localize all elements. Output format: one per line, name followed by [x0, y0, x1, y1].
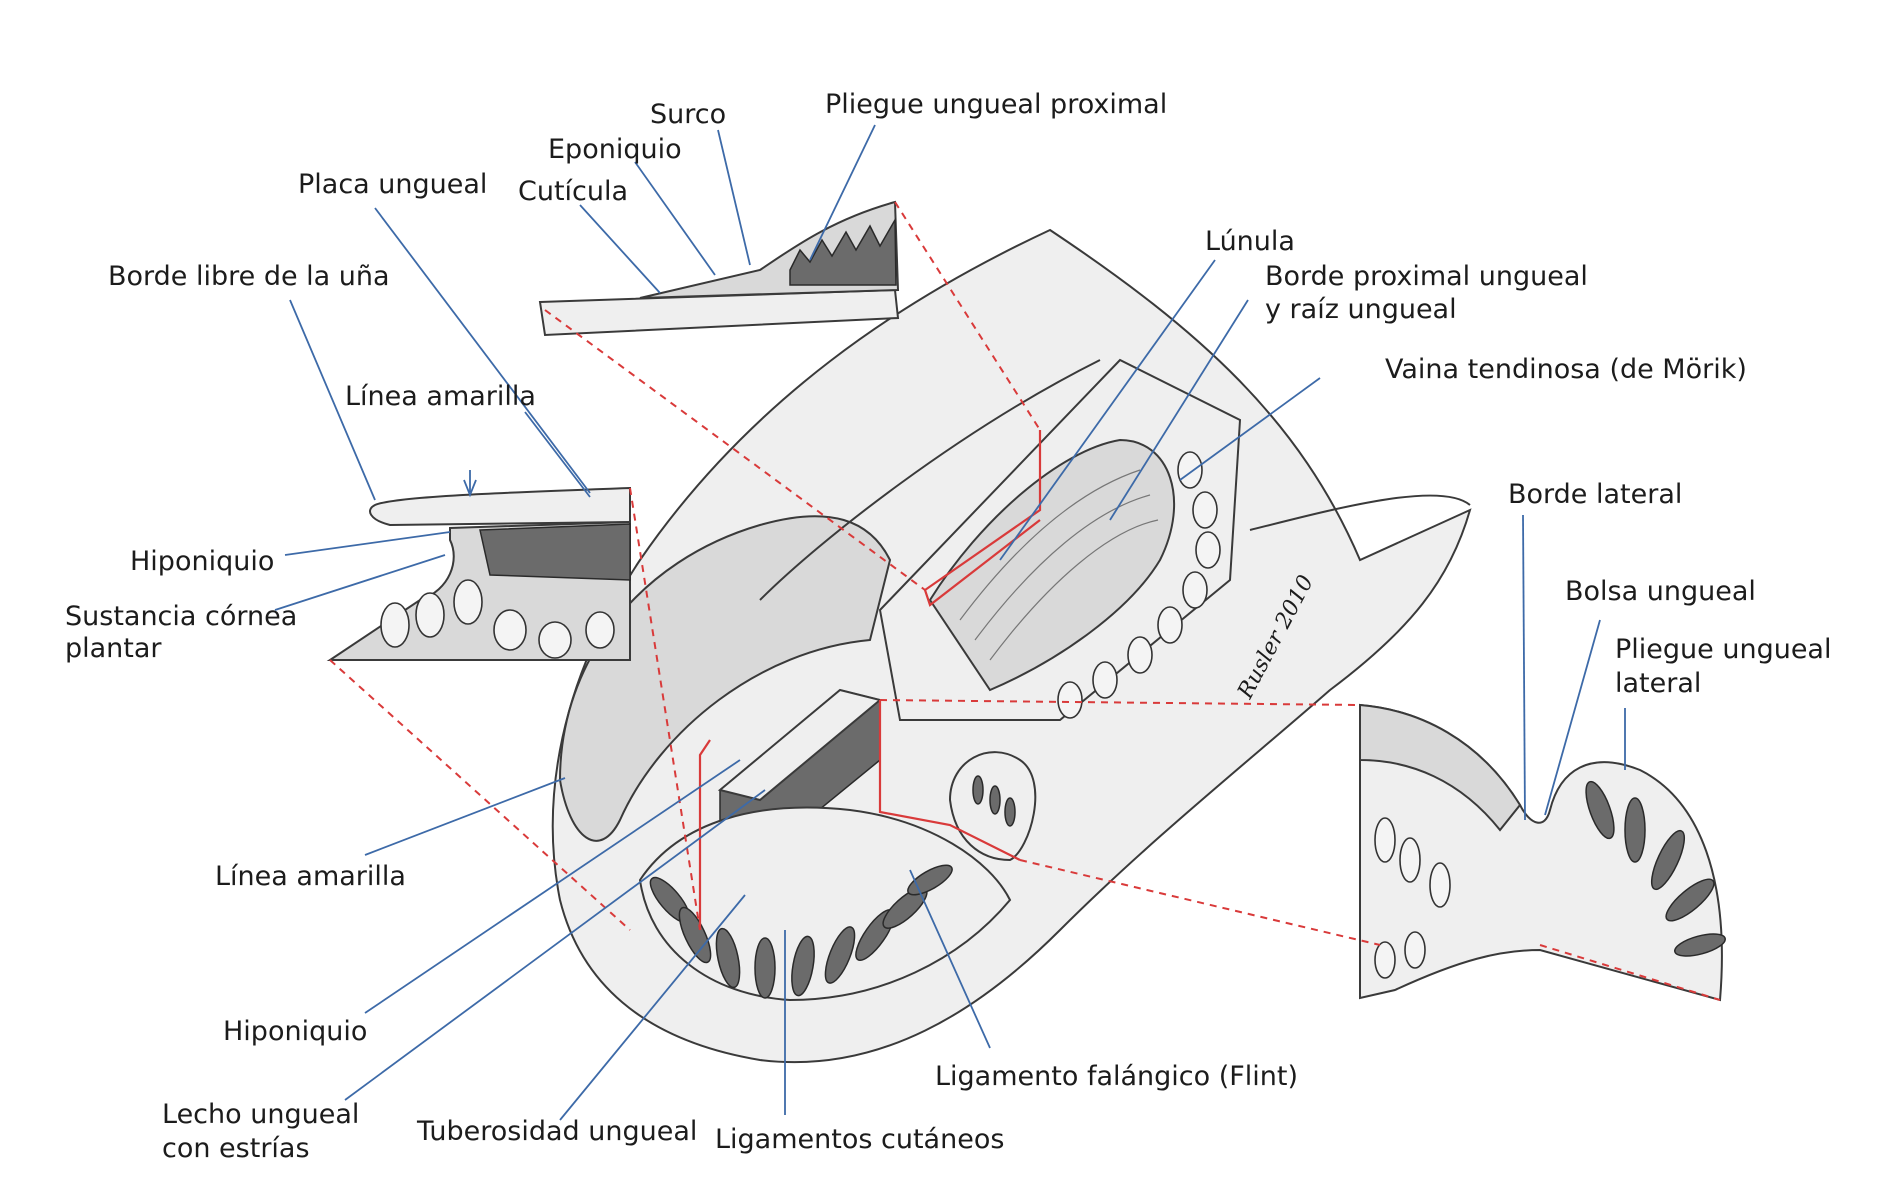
sheath-cells — [1057, 451, 1221, 719]
label-cuticula: Cutícula — [518, 176, 628, 207]
label-lecho-1: Lecho ungueal — [162, 1099, 359, 1130]
inset-proximal-plate — [538, 288, 900, 337]
labels: Surco Pliegue ungueal proximal Eponiquio… — [65, 89, 1831, 1164]
label-ligamentos-cutaneos: Ligamentos cutáneos — [715, 1124, 1004, 1155]
label-vaina: Vaina tendinosa (de Mörik) — [1385, 354, 1747, 385]
radial-ligaments — [649, 864, 953, 999]
label-linea-amarilla-top: Línea amarilla — [345, 381, 536, 412]
label-borde-proximal-2: y raíz ungueal — [1265, 294, 1457, 325]
label-sustancia-2: plantar — [65, 633, 162, 664]
label-sustancia-1: Sustancia córnea — [65, 601, 297, 632]
lateral-fold-lobes — [972, 775, 1016, 827]
nail-root-cylinder — [928, 438, 1175, 692]
label-borde-libre: Borde libre de la uña — [108, 261, 390, 292]
leader-lines — [274, 124, 1626, 1121]
label-linea-amarilla-bottom: Línea amarilla — [215, 861, 406, 892]
label-borde-proximal-1: Borde proximal ungueal — [1265, 261, 1588, 292]
label-hiponiquio-bottom: Hiponiquio — [223, 1016, 367, 1047]
label-ligamento-falangico: Ligamento falángico (Flint) — [935, 1061, 1298, 1092]
inset-free-edge-lobes — [380, 579, 615, 659]
inset-free-edge-plate — [369, 486, 631, 527]
label-bolsa: Bolsa ungueal — [1565, 576, 1756, 607]
inset-proximal-fold — [538, 200, 900, 337]
label-eponiquio: Eponiquio — [548, 134, 682, 165]
label-lunula: Lúnula — [1205, 226, 1295, 257]
main-toe-illustration: Rusler 2010 — [551, 228, 1472, 1064]
zoom-lines — [329, 201, 1721, 1001]
label-tuberosidad: Tuberosidad ungueal — [416, 1116, 697, 1147]
label-placa-ungueal: Placa ungueal — [298, 169, 487, 200]
label-pliegue-lateral-2: lateral — [1615, 668, 1701, 699]
label-pliegue-lateral-1: Pliegue ungueal — [1615, 634, 1831, 665]
label-lecho-2: con estrías — [162, 1133, 310, 1164]
label-borde-lateral: Borde lateral — [1508, 479, 1682, 510]
inset-free-edge — [326, 486, 631, 661]
label-hiponiquio-top: Hiponiquio — [130, 546, 274, 577]
label-pliegue-proximal: Pliegue ungueal proximal — [825, 89, 1167, 120]
label-surco: Surco — [650, 99, 726, 130]
inset-lateral-fold — [1359, 703, 1726, 1002]
inset-lateral-lobes — [1374, 780, 1726, 979]
